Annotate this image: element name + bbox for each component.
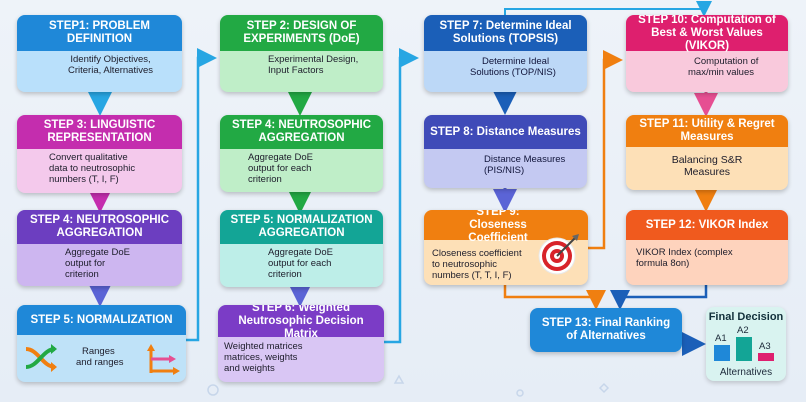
step-10-card: STEP 10: Computation of Best & Worst Val… (626, 15, 788, 92)
step-4-mid-title: STEP 4: NEUTROSOPHIC AGGREGATION (220, 115, 383, 149)
axis-arrows-icon (145, 341, 181, 377)
step-4-left-line-3: criterion (65, 269, 99, 280)
step-3-line-1: Convert qualitative (49, 152, 128, 163)
step-9-title: STEP 9: Closeness Coefficient (424, 210, 588, 244)
step-8-line-1: Distance Measures (484, 154, 566, 165)
step-4-left-line-1: Aggregate DoE (65, 247, 130, 258)
step-6-title: STEP 6: Weighted Neutrosophic Decision M… (218, 305, 384, 340)
step-4-mid-body: Aggregate DoE output for each criterion (220, 149, 383, 192)
step-3-title: STEP 3: LINGUISTIC REPRESENTATION (17, 115, 182, 149)
step-8-body: Distance Measures (PIS/NIS) (424, 151, 587, 188)
step-4-card-left: STEP 4: NEUTROSOPHIC AGGREGATION Aggrega… (17, 210, 182, 286)
step-6-line-2: matrices, weights (224, 352, 298, 363)
step-12-body: VIKOR Index (complex formula 8on) (626, 244, 788, 285)
step-5-left-title: STEP 5: NORMALIZATION (17, 305, 186, 335)
step-10-body: Computation of max/min values (626, 53, 788, 92)
step-11-line-2: Measures (683, 166, 731, 178)
step-11-body: Balancing S&R Measures (626, 151, 788, 190)
arrow-s12-s13 (610, 285, 708, 310)
step-1-title: STEP1: PROBLEM DEFINITION (17, 15, 182, 51)
step-8-card: STEP 8: Distance Measures Distance Measu… (424, 115, 587, 188)
step-12-line-1: VIKOR Index (complex (636, 247, 733, 258)
step-5-left-body: Ranges and ranges (72, 343, 186, 382)
step-5-left-line-1: Ranges (82, 346, 115, 357)
step-4-left-line-2: output for (65, 258, 106, 269)
step-3-card: STEP 3: LINGUISTIC REPRESENTATION Conver… (17, 115, 182, 193)
step-3-line-3: numbers (T, I, F) (49, 174, 119, 185)
step-2-line-2: Input Factors (268, 65, 324, 76)
step-7-body: Determine Ideal Solutions (TOP/NIS) (424, 53, 587, 92)
step-6-body: Weighted matrices matrices, weights and … (218, 338, 384, 382)
step-4-mid-line-2: output for each (248, 163, 312, 174)
step-5-card-left: STEP 5: NORMALIZATION Ranges and ranges (17, 305, 186, 382)
step-4-card-mid: STEP 4: NEUTROSOPHIC AGGREGATION Aggrega… (220, 115, 383, 192)
step-11-line-1: Balancing S&R (671, 154, 743, 166)
step-5-mid-line-3: criterion (268, 269, 302, 280)
step-11-card: STEP 11: Utility & Regret Measures Balan… (626, 115, 788, 190)
alternative-label-a1: A1 (715, 333, 727, 344)
arrow-s5-s2 (186, 48, 217, 342)
step-9-line-3: numbers (T, T, I, F) (432, 270, 512, 281)
alternative-label-a2: A2 (737, 325, 749, 336)
step-6-card: STEP 6: Weighted Neutrosophic Decision M… (218, 305, 384, 382)
step-4-mid-line-3: criterion (248, 174, 282, 185)
step-8-line-2: (PIS/NIS) (484, 165, 525, 176)
step-10-line-2: max/min values (688, 67, 754, 78)
step-10-title: STEP 10: Computation of Best & Worst Val… (626, 15, 788, 52)
alternatives-caption: Alternatives (719, 367, 773, 378)
arrow-s9-s13 (503, 285, 606, 310)
step-12-title: STEP 12: VIKOR Index (626, 210, 788, 240)
step-2-body: Experimental Design, Input Factors (220, 51, 383, 92)
step-1-card: STEP1: PROBLEM DEFINITION Identify Objec… (17, 15, 182, 92)
step-1-body: Identify Objectives, Criteria, Alternati… (17, 51, 182, 92)
step-7-title: STEP 7: Determine Ideal Solutions (TOPSI… (424, 15, 587, 51)
step-10-line-1: Computation of (694, 56, 759, 67)
step-13-card: STEP 13: Final Ranking of Alternatives (530, 308, 682, 352)
step-2-title: STEP 2: DESIGN OF EXPERIMENTS (DoE) (220, 15, 383, 51)
alternative-bar-a2 (736, 337, 752, 361)
step-4-left-body: Aggregate DoE output for criterion (17, 244, 182, 286)
step-9-body: Closeness coefficient to neutrosophic nu… (424, 245, 588, 285)
step-13-title: STEP 13: Final Ranking of Alternatives (541, 317, 671, 342)
step-9-line-1: Closeness coefficient (432, 248, 522, 259)
step-6-line-3: and weights (224, 363, 275, 374)
step-5-card-mid: STEP 5: NORMALIZATION AGGREGATION Aggreg… (220, 210, 383, 287)
step-9-card: STEP 9: Closeness Coefficient Closeness … (424, 210, 588, 285)
step-2-line-1: Experimental Design, (268, 54, 359, 65)
arrow-s9-s10 (588, 50, 623, 250)
final-decision-title: Final Decision (708, 311, 784, 323)
step-6-line-1: Weighted matrices (224, 341, 303, 352)
step-5-mid-body: Aggregate DoE output for each criterion (220, 244, 383, 287)
step-5-mid-line-2: output for each (268, 258, 332, 269)
step-3-line-2: data to neutrosophic (49, 163, 136, 174)
step-1-line-2: Criteria, Alternatives (67, 65, 153, 76)
step-1-line-1: Identify Objectives, (70, 54, 151, 65)
arrow-s6-s7 (384, 48, 419, 344)
step-3-body: Convert qualitative data to neutrosophic… (17, 149, 182, 193)
step-5-mid-title: STEP 5: NORMALIZATION AGGREGATION (220, 210, 383, 244)
step-4-left-title: STEP 4: NEUTROSOPHIC AGGREGATION (17, 210, 182, 244)
step-12-line-2: formula 8on) (636, 258, 690, 269)
step-2-card: STEP 2: DESIGN OF EXPERIMENTS (DoE) Expe… (220, 15, 383, 92)
step-5-left-line-2: and ranges (76, 357, 124, 368)
step-8-title: STEP 8: Distance Measures (424, 115, 587, 149)
step-7-line-2: Solutions (TOP/NIS) (470, 67, 556, 78)
step-7-card: STEP 7: Determine Ideal Solutions (TOPSI… (424, 15, 587, 92)
step-5-mid-line-1: Aggregate DoE (268, 247, 333, 258)
target-icon (537, 232, 581, 276)
alternative-label-a3: A3 (759, 341, 771, 352)
alternative-bar-a1 (714, 345, 730, 361)
crossing-arrows-icon (23, 340, 59, 376)
step-9-line-2: to neutrosophic (432, 259, 497, 270)
step-11-title: STEP 11: Utility & Regret Measures (626, 115, 788, 147)
step-4-mid-line-1: Aggregate DoE (248, 152, 313, 163)
alternative-bar-a3 (758, 353, 774, 361)
step-7-line-1: Determine Ideal (482, 56, 550, 67)
step-12-card: STEP 12: VIKOR Index VIKOR Index (comple… (626, 210, 788, 285)
